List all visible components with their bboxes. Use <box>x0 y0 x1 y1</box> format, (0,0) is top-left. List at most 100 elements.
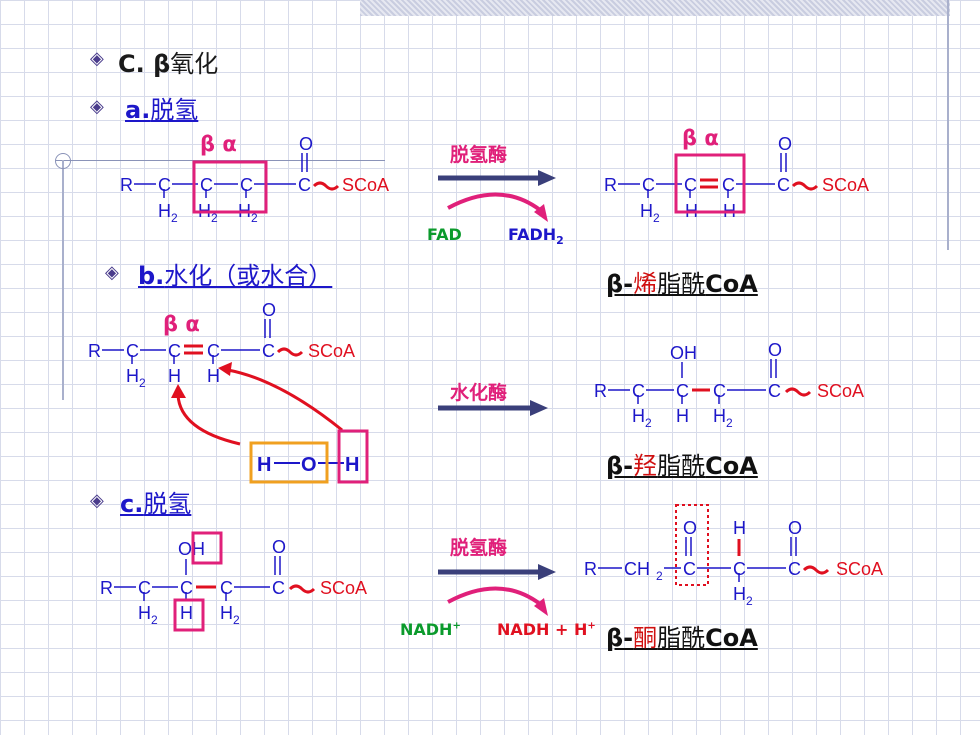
product-c-highlight: 酮 <box>633 624 658 652</box>
sub-2: 2 <box>251 211 258 225</box>
sub-2: 2 <box>656 569 663 583</box>
product-a-rest: 脂酰 <box>657 270 706 298</box>
step-c-heading: c.脱氢 <box>120 484 191 519</box>
atom-oh: OH <box>670 343 697 363</box>
atom-h: H <box>168 366 181 386</box>
product-b-rest: 脂酰 <box>657 452 706 480</box>
enzyme-a: 脱氢酶 <box>450 144 508 166</box>
cofactor-fad: FAD <box>427 225 462 244</box>
beta-alpha-label: β α <box>163 312 200 336</box>
cofactor-nadh-out: NADH + H+ <box>497 620 596 639</box>
product-c-prefix: β- <box>606 624 634 652</box>
product-c-coa: CoA <box>705 624 758 652</box>
diamond-bullet-icon: ◈ <box>90 96 104 117</box>
sub-2: 2 <box>726 416 733 430</box>
atom-c: C <box>733 559 746 579</box>
product-b-coa: CoA <box>705 452 758 480</box>
product-a-highlight: 烯 <box>633 270 658 298</box>
product-a-coa: CoA <box>705 270 758 298</box>
nadh-out-text: NADH + H <box>497 620 588 639</box>
oh-group-box <box>249 441 329 484</box>
product-c: β-酮脂酰CoA <box>606 618 758 653</box>
highlight-box <box>192 160 268 214</box>
enzyme-b: 水化酶 <box>450 382 508 404</box>
section-text: 氧化 <box>170 50 219 78</box>
step-c-prefix: c. <box>120 490 144 518</box>
atom-h2: H <box>632 406 645 426</box>
atom-h: H <box>180 603 193 623</box>
step-a-text: 脱氢 <box>150 96 199 124</box>
highlight-box <box>674 153 746 214</box>
atom-c: C <box>777 175 790 195</box>
water-o: O <box>301 454 317 476</box>
product-b-highlight: 羟 <box>633 452 658 480</box>
atom-h2: H <box>126 366 139 386</box>
atom-scoa: SCoA <box>817 381 864 401</box>
atom-c: C <box>642 175 655 195</box>
sub-2: 2 <box>151 613 158 627</box>
diamond-bullet-icon: ◈ <box>105 262 119 283</box>
atom-h2: H <box>220 603 233 623</box>
nadh-in-text: NADH <box>400 620 453 639</box>
water-h: H <box>257 454 271 476</box>
atom-c: C <box>768 381 781 401</box>
step-b-prefix: b. <box>138 262 165 290</box>
atom-r: R <box>120 175 133 195</box>
left-rule <box>62 160 64 400</box>
beta-alpha-label: β α <box>200 132 237 156</box>
product-a-prefix: β- <box>606 270 634 298</box>
diamond-bullet-icon: ◈ <box>90 490 104 511</box>
atom-h: H <box>207 366 220 386</box>
cofactor-nadh-in: NADH+ <box>400 620 461 639</box>
product-a: β-烯脂酰CoA <box>606 264 758 299</box>
carbonyl-box <box>675 504 709 586</box>
h-atom-box <box>337 429 369 484</box>
atom-c: C <box>632 381 645 401</box>
atom-c: C <box>168 341 181 361</box>
enzyme-c: 脱氢酶 <box>450 537 508 559</box>
atom-c: C <box>272 578 285 598</box>
step-a-prefix: a. <box>125 96 151 124</box>
atom-r: R <box>604 175 617 195</box>
atom-h2: H <box>640 201 653 221</box>
product-c-rest: 脂酰 <box>657 624 706 652</box>
atom-scoa: SCoA <box>342 175 389 195</box>
fadh2-text: FADH <box>508 225 557 244</box>
diamond-bullet-icon: ◈ <box>90 48 104 69</box>
sub-2: 2 <box>645 416 652 430</box>
atom-c: C <box>722 175 735 195</box>
atom-c: C <box>683 559 696 579</box>
atom-c: C <box>138 578 151 598</box>
sub-2: 2 <box>746 594 753 608</box>
atom-scoa: SCoA <box>308 341 355 361</box>
sub-2: 2 <box>171 211 178 225</box>
atom-c: C <box>684 175 697 195</box>
atom-o: O <box>788 518 802 538</box>
atom-c: C <box>713 381 726 401</box>
fadh2-sub: 2 <box>556 234 564 248</box>
sub-2: 2 <box>211 211 218 225</box>
atom-h: H <box>733 518 746 538</box>
sub-2: 2 <box>653 211 660 225</box>
highlight-box <box>173 598 205 632</box>
section-letter: C. β <box>118 50 171 78</box>
nadh-in-sup: + <box>452 620 461 632</box>
atom-scoa: SCoA <box>822 175 869 195</box>
atom-h2: H <box>138 603 151 623</box>
crosshair-icon <box>55 153 71 169</box>
atom-c: C <box>126 341 139 361</box>
atom-h: H <box>676 406 689 426</box>
atom-c: C <box>220 578 233 598</box>
sub-2: 2 <box>139 376 146 390</box>
product-b-prefix: β- <box>606 452 634 480</box>
step-c-text: 脱氢 <box>143 490 192 518</box>
atom-r: R <box>100 578 113 598</box>
atom-o: O <box>768 340 782 360</box>
atom-scoa: SCoA <box>836 559 883 579</box>
atom-c: C <box>207 341 220 361</box>
atom-o: O <box>778 134 792 154</box>
atom-r: R <box>88 341 101 361</box>
atom-o: O <box>683 518 697 538</box>
